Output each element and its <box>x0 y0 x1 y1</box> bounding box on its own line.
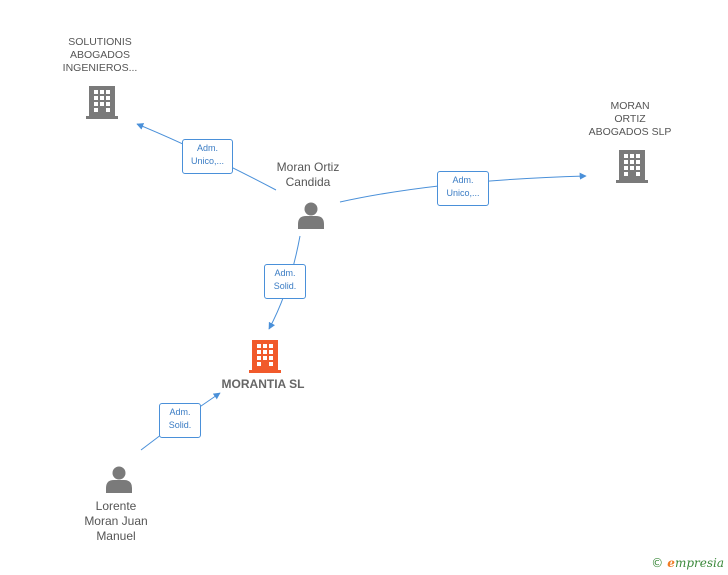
edge-badge-candida-morantia[interactable]: Adm. Solid. <box>264 264 306 299</box>
edge-badge-candida-moran-abogados[interactable]: Adm. Unico,... <box>437 171 489 206</box>
building-icon[interactable] <box>616 148 648 184</box>
edge-badge-candida-solutionis[interactable]: Adm. Unico,... <box>182 139 233 174</box>
edge-badge-line2: Solid. <box>273 281 297 291</box>
edge-badge-line1: Adm. <box>169 407 191 417</box>
copyright-symbol: © <box>651 556 664 570</box>
empresia-watermark: ©empresia <box>651 556 724 570</box>
person-icon[interactable] <box>105 465 133 493</box>
edge-badge-line1: Adm. <box>452 175 474 185</box>
edge-badge-lorente-morantia[interactable]: Adm. Solid. <box>159 403 201 438</box>
node-label-solutionis: SOLUTIONIS ABOGADOS INGENIEROS... <box>62 36 138 74</box>
node-label-moran-ortiz-abogados: MORAN ORTIZ ABOGADOS SLP <box>588 100 672 138</box>
node-label-lorente: Lorente Moran Juan Manuel <box>84 499 148 543</box>
node-label-morantia: MORANTIA SL <box>221 377 305 391</box>
person-icon[interactable] <box>297 201 325 229</box>
edge-badge-line2: Unico,... <box>446 188 480 198</box>
brand-initial: e <box>667 556 675 570</box>
building-icon[interactable] <box>249 338 281 374</box>
edge-badge-line2: Unico,... <box>190 156 224 166</box>
edge-badge-line2: Solid. <box>168 420 192 430</box>
brand-name: mpresia <box>674 556 724 570</box>
edge-badge-line1: Adm. <box>274 268 296 278</box>
node-label-moran-ortiz-candida: Moran Ortiz Candida <box>276 160 340 189</box>
edge-badge-line1: Adm. <box>196 143 218 153</box>
building-icon[interactable] <box>86 84 118 120</box>
